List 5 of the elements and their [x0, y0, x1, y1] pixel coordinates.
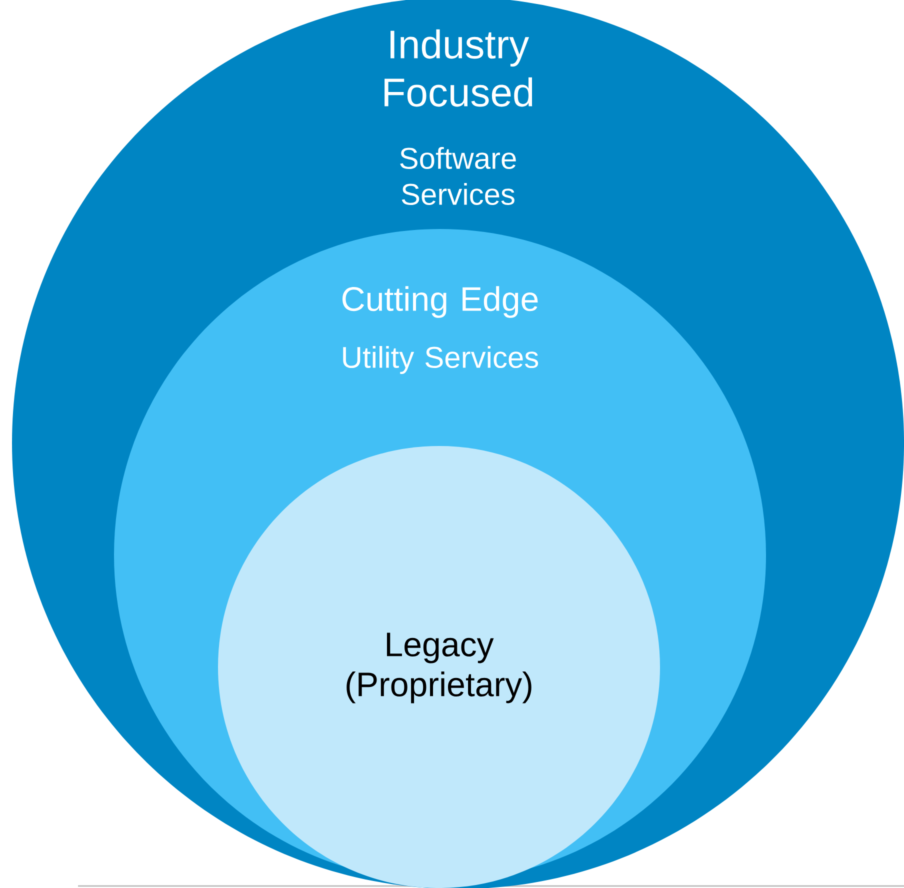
subheading-text: Software Services — [400, 147, 516, 205]
heading-text: Legacy (Proprietary) — [346, 632, 532, 704]
heading-text: Cutting Edge — [342, 286, 538, 318]
subheading-text: Utility Services — [343, 346, 538, 374]
heading-text: Industry Focused — [384, 29, 532, 107]
